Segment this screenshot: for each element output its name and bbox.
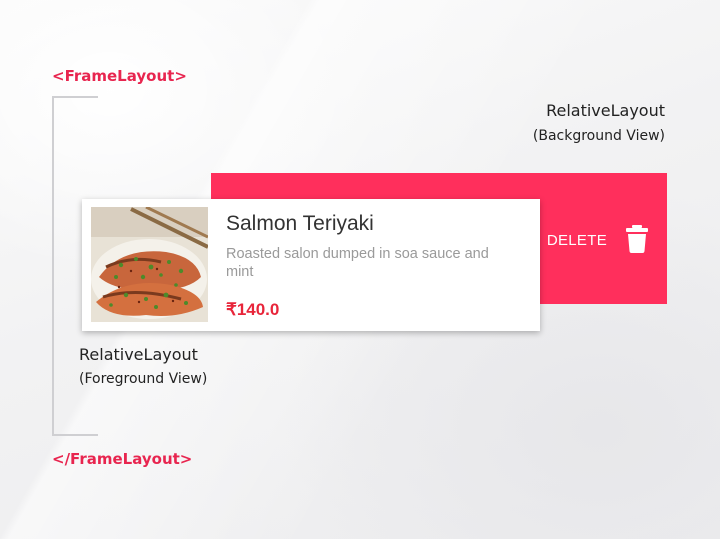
item-description: Roasted salon dumped in soa sauce and mi… — [226, 246, 489, 280]
trash-icon[interactable] — [626, 225, 648, 253]
background-view-caption: (Background View) — [532, 128, 665, 144]
foreground-layout-label: RelativeLayout — [79, 345, 198, 364]
background-layout-label: RelativeLayout — [546, 101, 665, 120]
salmon-teriyaki-photo — [91, 207, 208, 322]
delete-label[interactable]: DELETE — [546, 232, 607, 249]
item-price: ₹140.0 — [226, 300, 280, 319]
item-title: Salmon Teriyaki — [226, 212, 374, 235]
foreground-view-caption: (Foreground View) — [79, 371, 208, 387]
frame-layout-open-tag: <FrameLayout> — [52, 67, 187, 85]
frame-layout-close-tag: </FrameLayout> — [52, 450, 193, 468]
foreground-view-card[interactable]: Salmon Teriyaki Roasted salon dumped in … — [82, 199, 540, 331]
frame-layout-bracket — [52, 96, 98, 436]
